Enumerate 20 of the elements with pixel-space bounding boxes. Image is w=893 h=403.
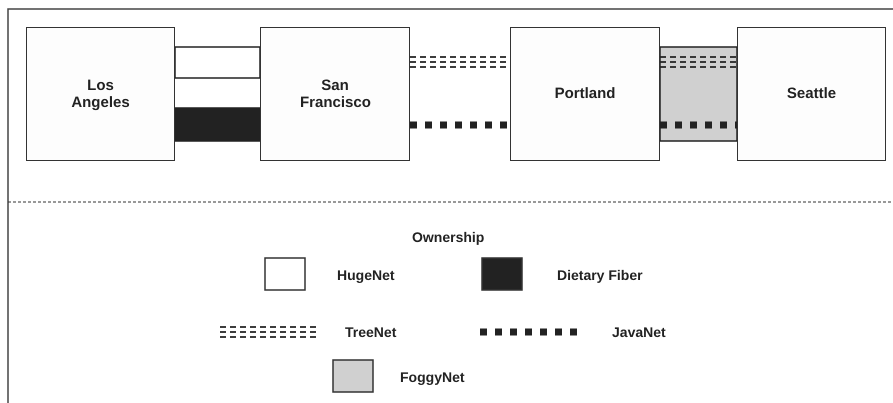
city-name: Los Angeles bbox=[70, 76, 131, 112]
city-box bbox=[260, 27, 410, 161]
link-band bbox=[174, 107, 261, 142]
legend-label: TreeNet bbox=[345, 324, 396, 340]
legend-label: FoggyNet bbox=[400, 369, 465, 385]
legend-label: JavaNet bbox=[612, 324, 666, 340]
city-name: Seattle bbox=[786, 85, 838, 103]
city-box bbox=[510, 27, 660, 161]
link-band bbox=[659, 46, 738, 142]
city-name: Portland bbox=[554, 85, 616, 103]
link-line bbox=[660, 56, 737, 68]
city-box bbox=[737, 27, 886, 161]
city-name: San Francisco bbox=[300, 76, 370, 112]
link-line bbox=[660, 122, 737, 128]
legend-label: HugeNet bbox=[337, 267, 395, 283]
link-band bbox=[174, 46, 261, 79]
legend-label: Dietary Fiber bbox=[557, 267, 643, 283]
city-box bbox=[26, 27, 175, 161]
link-line bbox=[410, 122, 510, 128]
legend-title: Ownership bbox=[412, 229, 484, 245]
